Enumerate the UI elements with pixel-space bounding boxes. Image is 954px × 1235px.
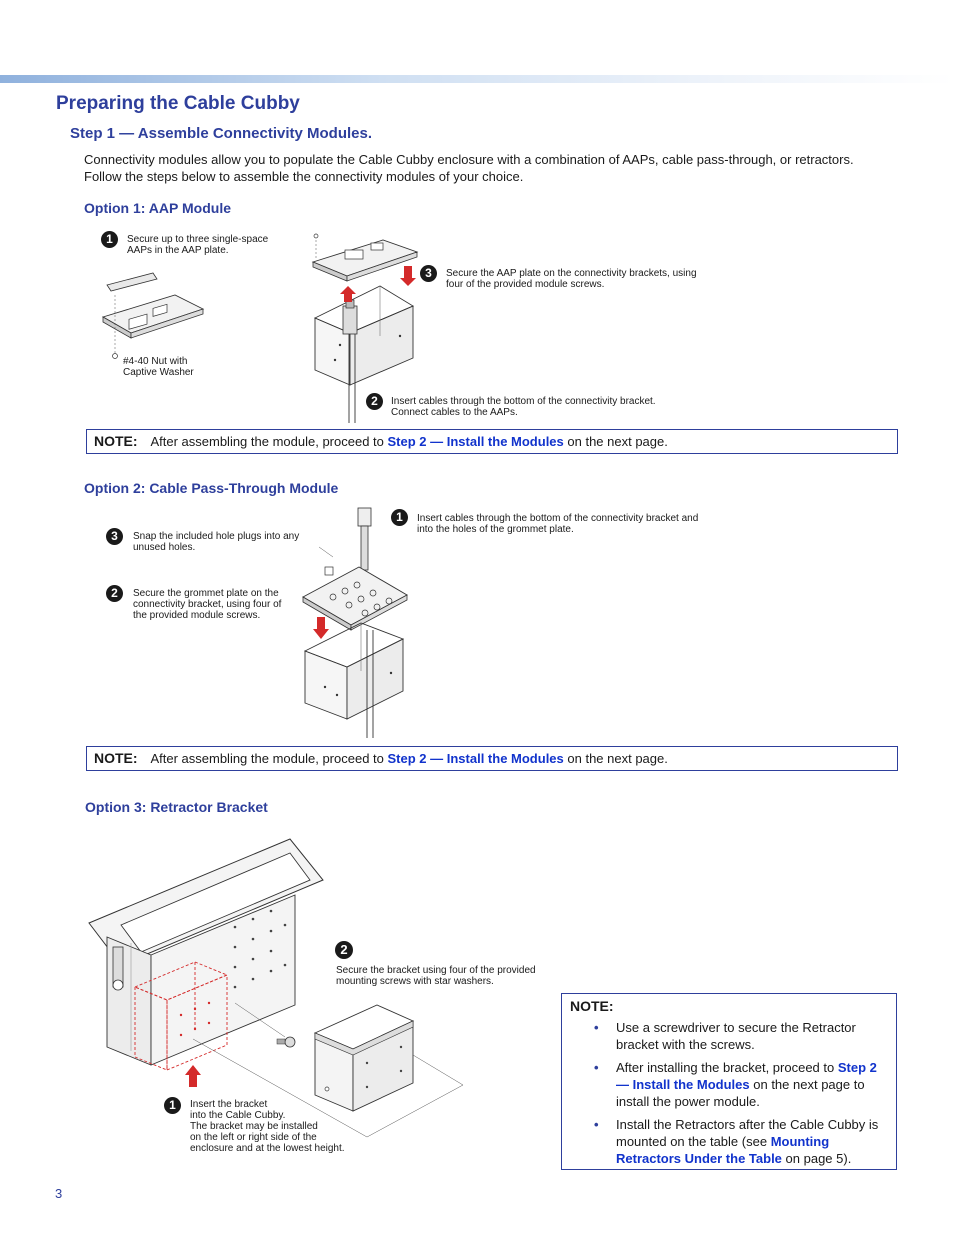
note-text: After assembling the module, proceed to — [150, 434, 384, 449]
mounting-retractors-link[interactable]: Mounting Retractors Under the Table — [616, 1134, 830, 1166]
note-label: NOTE: — [94, 433, 138, 449]
option1-step3-text: Secure the AAP plate on the connectivity… — [446, 268, 697, 290]
bullet-icon: • — [594, 1060, 599, 1075]
nut-label-line1: #4-40 Nut with — [123, 356, 188, 367]
option1-step1-text: Secure up to three single-space AAPs in … — [127, 234, 269, 256]
step-heading: Step 1 — Assemble Connectivity Modules. — [70, 125, 373, 142]
note-label: NOTE: — [94, 750, 138, 766]
step2-link[interactable]: Step 2 — Install the Modules — [387, 434, 564, 449]
note-text-after: on the next page. — [567, 434, 668, 449]
aap-module-assembly — [311, 233, 419, 423]
header-gradient-bar — [0, 75, 954, 83]
nut-label-line2: Captive Washer — [123, 367, 194, 378]
step-badge: 1 — [391, 509, 408, 526]
intro-paragraph: Connectivity modules allow you to popula… — [84, 152, 854, 184]
option3-step1-line5: enclosure and at the lowest height. — [190, 1143, 345, 1154]
retractor-bracket-illustration — [88, 838, 464, 1138]
option3-step1-text: Insert the bracket into the Cable Cubby.… — [190, 1099, 370, 1154]
page-number: 3 — [55, 1186, 63, 1201]
note-bullet-text-after: on page 5). — [785, 1151, 852, 1166]
step-badge: 3 — [420, 265, 437, 282]
step2-link[interactable]: Step 2 — Install the Modules — [387, 751, 564, 766]
aap-plate-illustration — [101, 272, 205, 359]
option3-step1-line3: The bracket may be installed — [190, 1121, 318, 1132]
option3-step1-line4: on the left or right side of the — [190, 1132, 317, 1143]
bullet-icon: • — [594, 1117, 599, 1132]
note-bullet-text: Use a screwdriver to secure the Retracto… — [616, 1020, 856, 1052]
note-bullet-text: Install the Retractors after the Cable C… — [616, 1117, 879, 1149]
option2-step2-text: Secure the grommet plate on the connecti… — [133, 588, 282, 621]
option3-step2-text: Secure the bracket using four of the pro… — [336, 965, 536, 987]
option3-step1-line2: into the Cable Cubby. — [190, 1110, 286, 1121]
option2-step3-text: Snap the included hole plugs into any un… — [133, 531, 300, 553]
note-label: NOTE: — [570, 998, 614, 1014]
note-bullet-text-after: on the next page to install the power mo… — [616, 1077, 865, 1109]
step-badge: 1 — [164, 1097, 181, 1114]
note-bullet-text: After installing the bracket, proceed to — [616, 1060, 835, 1075]
bullet-icon: • — [594, 1020, 599, 1035]
step-badge: 3 — [106, 528, 123, 545]
step-badge: 1 — [101, 231, 118, 248]
step2-link[interactable]: Step 2 — Install the Modules — [616, 1060, 877, 1092]
note-box: NOTE: After assembling the module, proce… — [86, 429, 898, 454]
option2-heading: Option 2: Cable Pass-Through Module — [84, 480, 339, 496]
step-badge: 2 — [366, 393, 383, 410]
note-box: NOTE: After assembling the module, proce… — [86, 746, 898, 771]
note-text-after: on the next page. — [567, 751, 668, 766]
note-bullet-list: • Use a screwdriver to secure the Retract… — [570, 1019, 888, 1167]
page-title: Preparing the Cable Cubby — [56, 93, 300, 114]
pass-through-module-assembly — [302, 507, 408, 738]
option1-step2-text: Insert cables through the bottom of the … — [391, 396, 656, 418]
step-badge: 2 — [335, 941, 353, 959]
note-bullet: • After installing the bracket, proceed t… — [594, 1059, 888, 1110]
note-text: After assembling the module, proceed to — [150, 751, 384, 766]
note-bullet: • Install the Retractors after the Cable … — [594, 1116, 888, 1167]
option1-heading: Option 1: AAP Module — [84, 200, 231, 216]
step-badge: 2 — [106, 585, 123, 602]
option3-step1-line1: Insert the bracket — [190, 1099, 268, 1110]
note-bullet: • Use a screwdriver to secure the Retract… — [594, 1019, 888, 1053]
retractor-note-box: NOTE: • Use a screwdriver to secure the R… — [561, 993, 897, 1170]
option3-heading: Option 3: Retractor Bracket — [85, 799, 268, 815]
option2-step1-text: Insert cables through the bottom of the … — [417, 513, 699, 535]
